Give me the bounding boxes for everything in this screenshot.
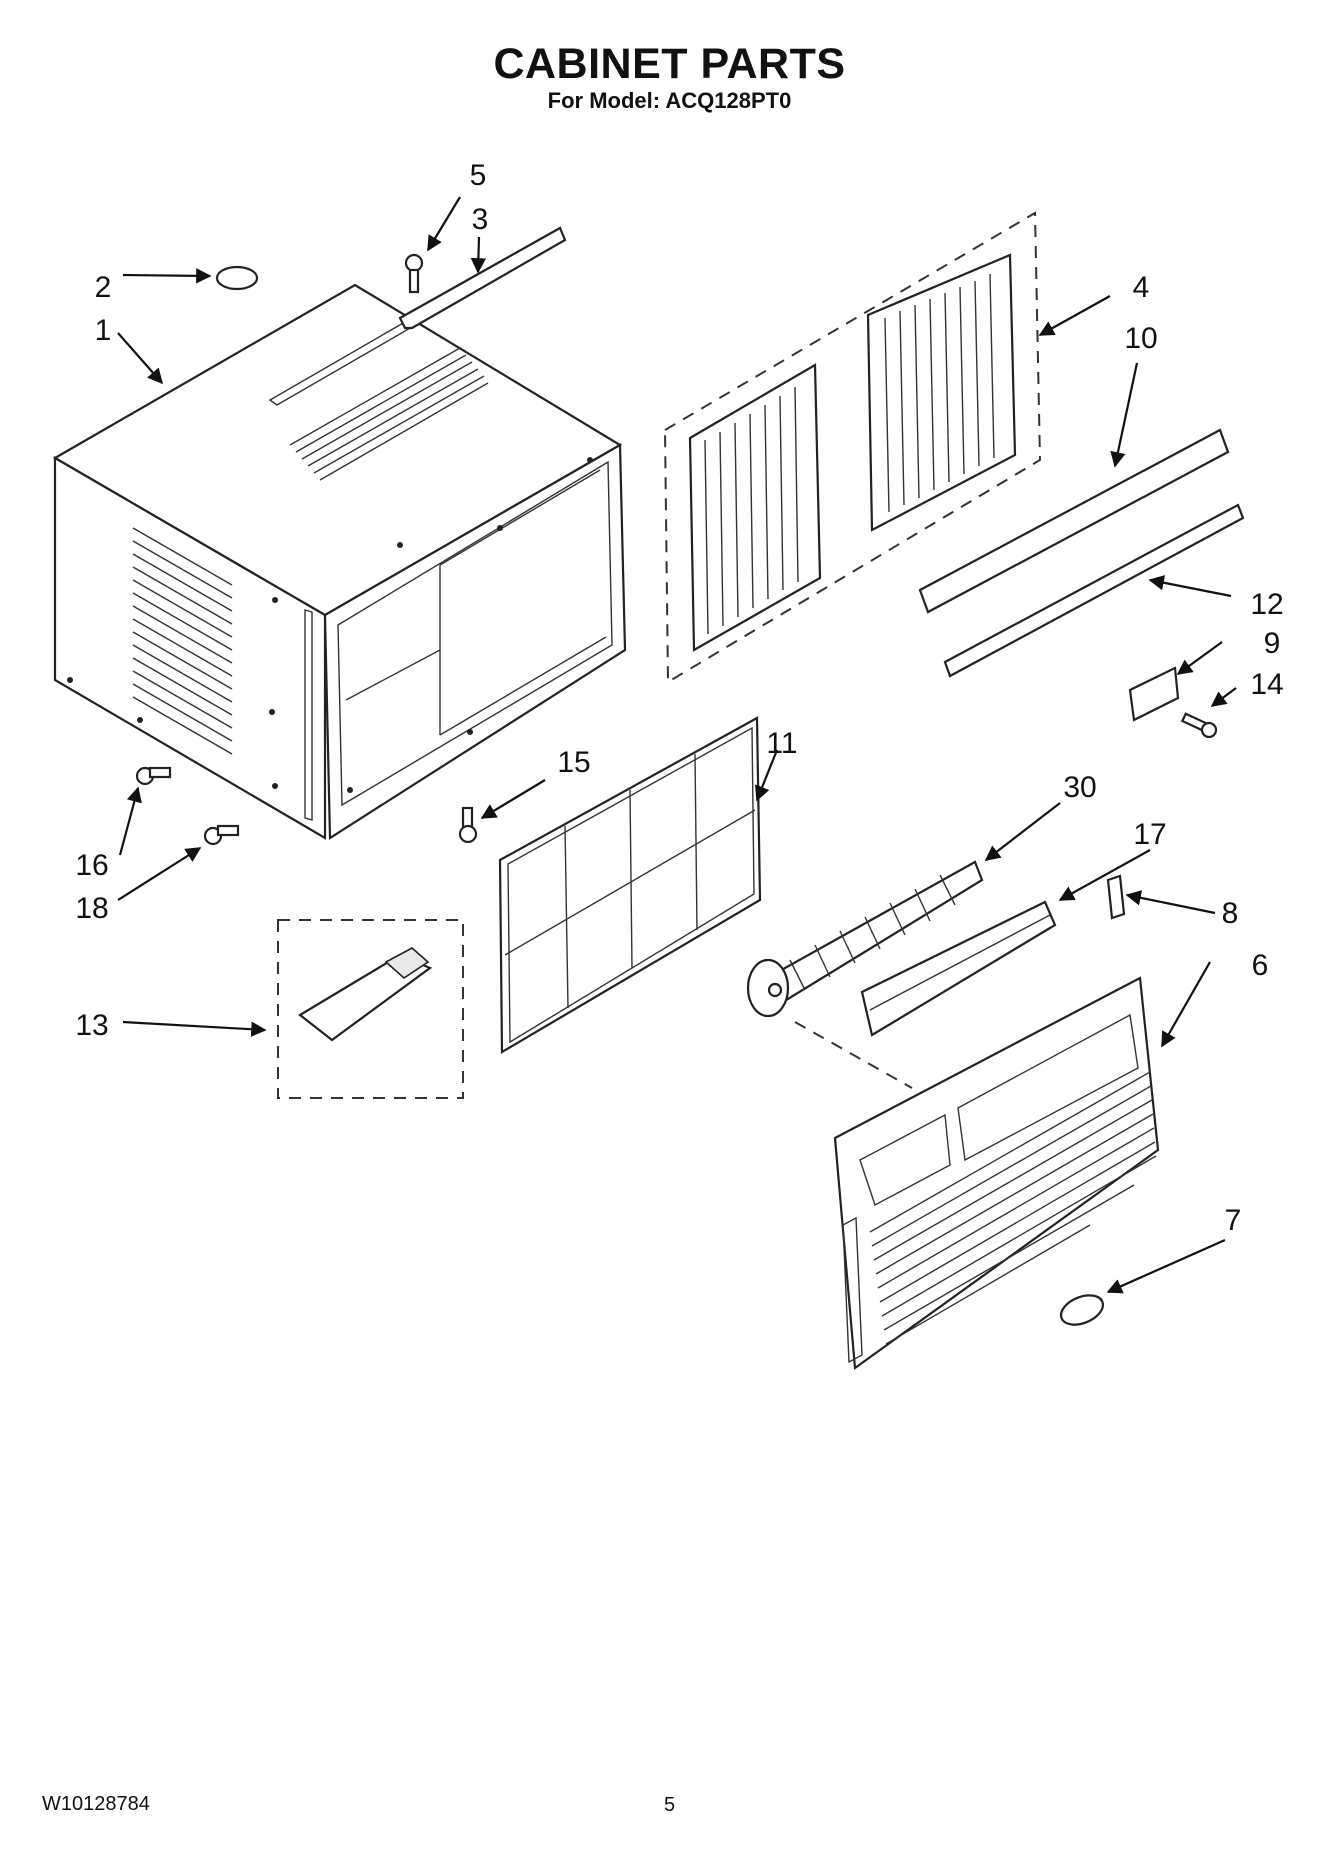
top-bracket-part (398, 226, 567, 330)
callout-9: 9 (1264, 627, 1281, 660)
callout-12: 12 (1250, 588, 1283, 621)
callout-arrows (117, 196, 1237, 1294)
callout-1: 1 (95, 314, 112, 347)
screw-part-16 (135, 766, 172, 786)
page-title: CABINET PARTS (493, 40, 846, 88)
callout-14: 14 (1250, 668, 1283, 701)
cabinet-wrapper-part (52, 283, 627, 840)
bottom-rail-part (943, 503, 1245, 678)
document-number: W10128784 (42, 1793, 150, 1815)
callout-3: 3 (472, 203, 489, 236)
callout-7: 7 (1225, 1204, 1242, 1237)
screw-part-18 (203, 824, 240, 846)
side-curtain-assembly (663, 211, 1042, 684)
screw-part-14 (1180, 712, 1218, 739)
louver-part (860, 900, 1057, 1037)
screw-part-5 (404, 253, 424, 294)
callout-17: 17 (1133, 818, 1166, 851)
blower-wheel-part (746, 860, 984, 1018)
air-filter-part (498, 716, 762, 1054)
plug-part (215, 265, 259, 291)
page-number: 5 (663, 1794, 676, 1816)
screw-part-15 (458, 806, 478, 844)
top-rail-part (918, 428, 1230, 614)
callout-5: 5 (470, 159, 487, 192)
assembly-guide-line (794, 1021, 913, 1089)
clip-part-8 (1106, 874, 1126, 920)
callout-labels: 2 1 3 5 4 10 12 9 14 11 15 30 17 8 6 7 1… (75, 159, 1283, 1237)
plug-part-7 (1059, 1294, 1105, 1326)
front-panel-part (833, 976, 1160, 1371)
callout-6: 6 (1252, 949, 1269, 982)
callout-8: 8 (1222, 897, 1239, 930)
callout-15: 15 (557, 746, 590, 779)
callout-13: 13 (75, 1009, 108, 1042)
remote-control-assembly (277, 919, 464, 1099)
callout-4: 4 (1133, 271, 1150, 304)
model-subtitle: For Model: ACQ128PT0 (547, 88, 792, 113)
callout-10: 10 (1124, 322, 1157, 355)
callout-2: 2 (95, 271, 112, 304)
callout-18: 18 (75, 892, 108, 925)
callout-11: 11 (766, 727, 797, 760)
bracket-part-9 (1128, 666, 1180, 722)
callout-30: 30 (1063, 771, 1096, 804)
callout-16: 16 (75, 849, 108, 882)
